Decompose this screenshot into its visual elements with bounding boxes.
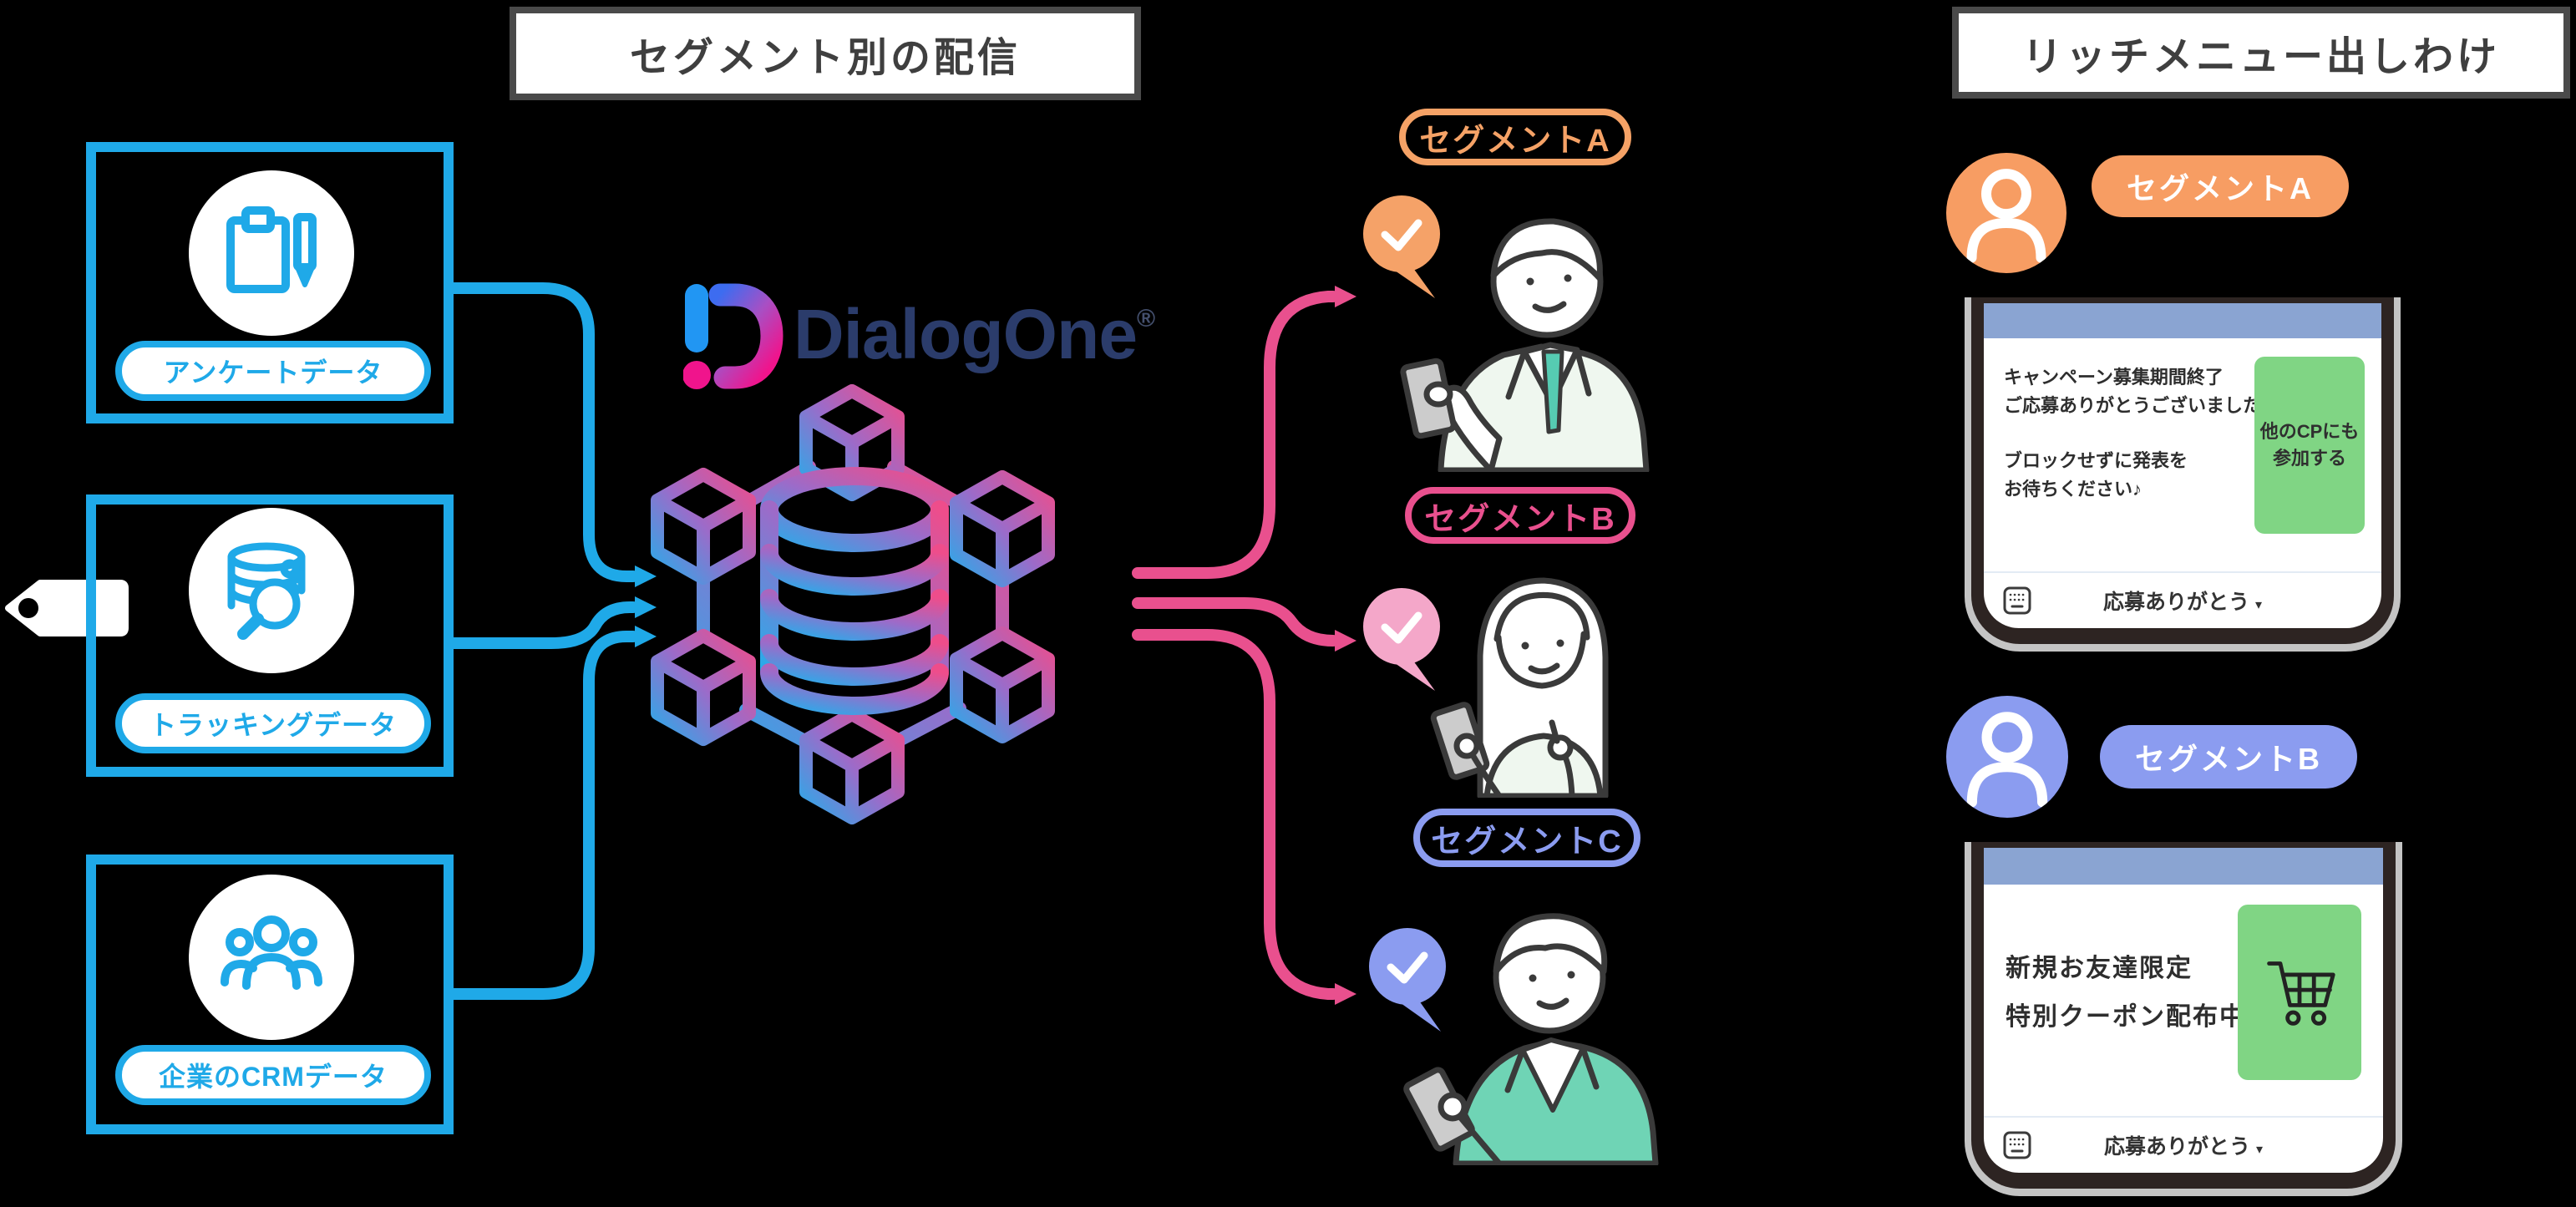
message-line: 新規お友達限定	[2006, 955, 2193, 982]
caret-down-icon: ▾	[2254, 598, 2262, 612]
phone-frame: 新規お友達限定 特別クーポン配布中	[1971, 842, 2396, 1189]
phone-mockup-segment-b: 新規お友達限定 特別クーポン配布中	[1965, 842, 2402, 1196]
line-bottom-bar-b: 応募ありがとう ▾	[1984, 1116, 2383, 1173]
rich-menu-message-b: 新規お友達限定 特別クーポン配布中	[2006, 945, 2246, 1042]
crm-icon-circle	[189, 875, 354, 1040]
segment-a-badge-label: セグメントA	[1419, 123, 1611, 159]
people-icon	[221, 915, 322, 990]
rich-menu-toggle-label: 応募ありがとう	[2103, 591, 2250, 614]
segment-c-badge: セグメントC	[1413, 809, 1640, 867]
cube-lower-left	[651, 629, 756, 746]
person-segment-a-illustration	[1363, 195, 1650, 472]
segment-a-badge: セグメントA	[1399, 109, 1631, 165]
rich-menu-area-b: 新規お友達限定 特別クーポン配布中	[1984, 885, 2383, 1116]
line-bottom-bar-a: 応募ありがとう ▾	[1984, 571, 2381, 628]
segment-b-avatar	[1946, 696, 2068, 818]
tracking-icon-circle	[189, 508, 354, 673]
data-hub-illustration	[651, 384, 1055, 824]
tag-icon	[5, 580, 129, 636]
cube-upper-right	[950, 470, 1055, 587]
user-icon	[1966, 712, 2048, 808]
segment-a-filled-badge-label: セグメントA	[2127, 171, 2314, 205]
section-title-right-label: リッチメニュー出しわけ	[2021, 35, 2500, 79]
rich-menu-area-a: キャンペーン募集期間終了 ご応募ありがとうございました！ ブロックせずに発表を …	[1984, 338, 2381, 571]
user-icon	[1966, 169, 2046, 263]
dialogone-logo-mark	[683, 283, 783, 389]
source-box-survey	[86, 142, 454, 423]
source-label-survey-text: アンケートデータ	[163, 358, 383, 388]
section-title-right: リッチメニュー出しわけ	[1952, 7, 2570, 99]
woman-with-phone	[1430, 577, 1609, 798]
check-icon	[1387, 951, 1428, 984]
source-label-tracking-text: トラッキングデータ	[149, 710, 398, 740]
section-title-left: セグメント別の配信	[510, 7, 1141, 100]
rich-menu-message-a: キャンペーン募集期間終了 ご応募ありがとうございました！ ブロックせずに発表を …	[2004, 363, 2279, 504]
cube-lower-right	[950, 626, 1055, 743]
rich-menu-toggle-a[interactable]: 応募ありがとう ▾	[2032, 586, 2333, 616]
message-line: お待ちください♪	[2004, 479, 2142, 500]
cube-bottom	[799, 707, 905, 824]
database-cylinder	[760, 467, 949, 715]
check-icon	[1381, 611, 1422, 644]
registered-mark: ®	[1137, 305, 1155, 332]
keyboard-icon[interactable]	[2002, 586, 2032, 616]
phone-mockup-segment-a: キャンペーン募集期間終了 ご応募ありがとうございました！ ブロックせずに発表を …	[1965, 297, 2401, 652]
keyboard-icon[interactable]	[2002, 1130, 2032, 1160]
message-line: キャンペーン募集期間終了	[2004, 367, 2224, 388]
hub-to-segment-arrows	[1132, 286, 1356, 1005]
segment-a-filled-badge: セグメントA	[2092, 155, 2349, 217]
section-title-left-label: セグメント別の配信	[629, 36, 1021, 80]
segment-b-badge-label: セグメントB	[1424, 501, 1616, 537]
man-in-suit	[1400, 218, 1650, 472]
message-line: ブロックせずに発表を	[2004, 450, 2188, 471]
survey-icon-circle	[189, 170, 354, 336]
segment-a-avatar	[1946, 153, 2066, 273]
rich-menu-toggle-b[interactable]: 応募ありがとう ▾	[2032, 1130, 2335, 1160]
caret-down-icon: ▾	[2255, 1143, 2263, 1157]
line-header-bar	[1984, 848, 2383, 885]
check-icon	[1381, 219, 1422, 251]
line-header-bar	[1984, 303, 2381, 338]
source-label-tracking: トラッキングデータ	[115, 693, 431, 753]
dialogone-wordmark: DialogOne®	[794, 294, 1155, 375]
message-line: ご応募ありがとうございました！	[2004, 395, 2280, 416]
check-bubble-orange	[1363, 195, 1440, 298]
source-to-hub-arrows	[451, 282, 657, 1000]
source-box-crm	[86, 855, 454, 1134]
brand-name: DialogOne	[794, 295, 1138, 373]
person-segment-b-illustration	[1363, 577, 1609, 798]
source-box-tracking	[86, 494, 454, 777]
segment-c-badge-label: セグメントC	[1431, 824, 1623, 860]
check-bubble-periwinkle	[1369, 928, 1446, 1032]
join-other-cp-button[interactable]: 他のCPにも 参加する	[2254, 357, 2365, 534]
phone-frame: キャンペーン募集期間終了 ご応募ありがとうございました！ ブロックせずに発表を …	[1971, 297, 2394, 644]
cube-upper-left	[651, 468, 756, 585]
source-label-crm: 企業のCRMデータ	[115, 1045, 431, 1105]
man-in-green-jacket	[1403, 913, 1659, 1165]
hub-network	[651, 384, 1055, 824]
segment-b-badge: セグメントB	[1405, 487, 1635, 544]
join-other-cp-button-line2: 参加する	[2272, 448, 2346, 469]
source-label-crm-text: 企業のCRMデータ	[159, 1062, 388, 1092]
person-segment-c-illustration	[1369, 913, 1659, 1165]
phone-screen: 新規お友達限定 特別クーポン配布中	[1984, 848, 2383, 1173]
check-bubble-pink	[1363, 588, 1440, 691]
rich-menu-toggle-label: 応募ありがとう	[2104, 1135, 2251, 1159]
cart-icon	[2267, 961, 2335, 1026]
join-other-cp-button-line1: 他のCPにも	[2259, 421, 2360, 442]
message-line: 特別クーポン配布中	[2006, 1003, 2246, 1031]
source-label-survey: アンケートデータ	[115, 341, 431, 401]
phone-screen: キャンペーン募集期間終了 ご応募ありがとうございました！ ブロックせずに発表を …	[1984, 303, 2381, 628]
clipboard-pencil-icon	[226, 206, 317, 293]
coupon-cart-button[interactable]	[2238, 905, 2361, 1080]
segment-b-filled-badge: セグメントB	[2100, 725, 2357, 789]
segment-b-filled-badge-label: セグメントB	[2135, 742, 2322, 776]
database-search-icon	[227, 542, 306, 640]
